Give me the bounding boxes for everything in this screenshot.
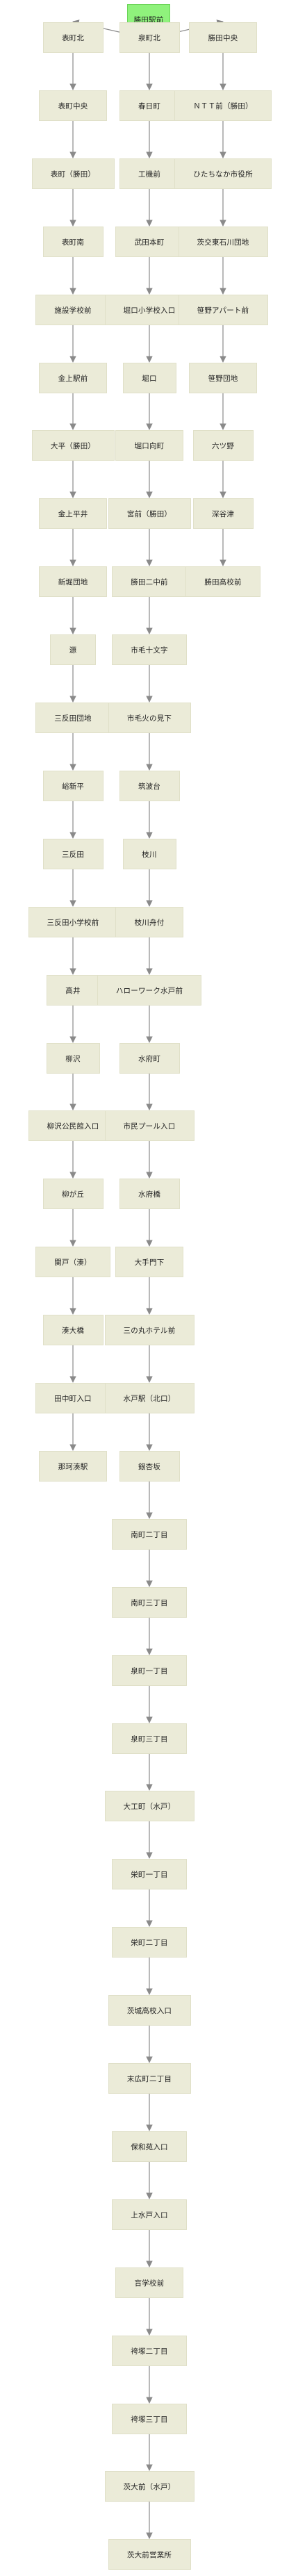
stop-node: 宮前（勝田） — [108, 498, 191, 529]
stop-node: 大手門下 — [115, 1247, 183, 1277]
stop-node: 笹野アパート前 — [178, 295, 268, 325]
stop-node: 新堀団地 — [39, 566, 107, 597]
stop-node: 勝田二中前 — [112, 566, 187, 597]
stop-node: 泉町一丁目 — [112, 1655, 187, 1686]
stop-node: 勝田高校前 — [185, 566, 260, 597]
stop-node: 源 — [50, 634, 96, 665]
stop-node: 水戸駅（北口） — [104, 1383, 194, 1413]
stop-node: 盲学校前 — [115, 2267, 183, 2298]
stop-node: 深谷津 — [192, 498, 254, 529]
stop-node: 末広町二丁目 — [108, 2063, 191, 2094]
stop-node: 市毛火の見下 — [108, 703, 191, 733]
stop-node: 上水戸入口 — [112, 2199, 187, 2230]
stop-node: 茨大前営業所 — [108, 2539, 191, 2570]
stop-node: 南町二丁目 — [112, 1519, 187, 1550]
stop-node: 保和苑入口 — [112, 2131, 187, 2162]
stop-node: 銀杏坂 — [119, 1451, 180, 1482]
stop-node: 三反田小学校前 — [28, 907, 118, 937]
stop-node: 勝田中央 — [189, 22, 257, 53]
stop-node: 施設学校前 — [35, 295, 110, 325]
stop-node: 堀口 — [122, 363, 176, 393]
stop-node: 武田本町 — [115, 227, 183, 257]
stop-node: ハローワーク水戸前 — [97, 975, 201, 1006]
stop-node: 筑波台 — [119, 771, 180, 801]
stop-node: 栄町一丁目 — [112, 1859, 187, 1889]
stop-node: 高井 — [46, 975, 100, 1006]
stop-node: 茨交東石川団地 — [178, 227, 268, 257]
stop-node: 表町南 — [42, 227, 104, 257]
stop-node: 六ツ野 — [192, 430, 254, 461]
stop-node: 金上平井 — [39, 498, 107, 529]
stop-node: 茨城高校入口 — [108, 1995, 191, 2026]
stop-node: 水府橋 — [119, 1179, 180, 1209]
stop-node: 春日町 — [119, 90, 180, 121]
stop-node: 三反田団地 — [35, 703, 110, 733]
stop-node: 柳が丘 — [42, 1179, 104, 1209]
stop-node: 市民プール入口 — [104, 1110, 194, 1141]
stop-node: ＮＴＴ前（勝田） — [174, 90, 272, 121]
stop-node: 南町三丁目 — [112, 1587, 187, 1618]
stop-node: 市毛十文字 — [112, 634, 187, 665]
stop-node: 湊大橋 — [42, 1315, 104, 1345]
stop-node: 工機前 — [119, 158, 180, 189]
stop-node: 関戸（湊） — [35, 1247, 110, 1277]
stop-node: 大平（勝田） — [31, 430, 115, 461]
stop-node: 茨大前（水戸） — [104, 2471, 194, 2502]
stop-node: 笹野団地 — [189, 363, 257, 393]
stop-node: 田中町入口 — [35, 1383, 110, 1413]
stop-node: 枝川 — [122, 839, 176, 869]
stop-node: 表町（勝田） — [31, 158, 115, 189]
stop-node: 枝川舟付 — [115, 907, 183, 937]
stop-node: 栄町二丁目 — [112, 1927, 187, 1958]
stop-node: 大工町（水戸） — [104, 1791, 194, 1821]
stop-node: 峪新平 — [42, 771, 104, 801]
stop-node: 三の丸ホテル前 — [104, 1315, 194, 1345]
stop-node: 表町中央 — [39, 90, 107, 121]
stop-node: 泉町三丁目 — [112, 1723, 187, 1754]
stop-node: 柳沢 — [46, 1043, 100, 1074]
stop-node: 三反田 — [42, 839, 104, 869]
stop-node: 表町北 — [42, 22, 104, 53]
stop-node: 堀口向町 — [115, 430, 183, 461]
stop-node: 泉町北 — [119, 22, 180, 53]
stop-node: 袴塚三丁目 — [112, 2404, 187, 2434]
stop-node: 袴塚二丁目 — [112, 2336, 187, 2366]
stop-node: 柳沢公民館入口 — [28, 1110, 118, 1141]
stop-node: ひたちなか市役所 — [174, 158, 272, 189]
stop-node: 金上駅前 — [39, 363, 107, 393]
stop-node: 水府町 — [119, 1043, 180, 1074]
stop-node: 那珂湊駅 — [39, 1451, 107, 1482]
